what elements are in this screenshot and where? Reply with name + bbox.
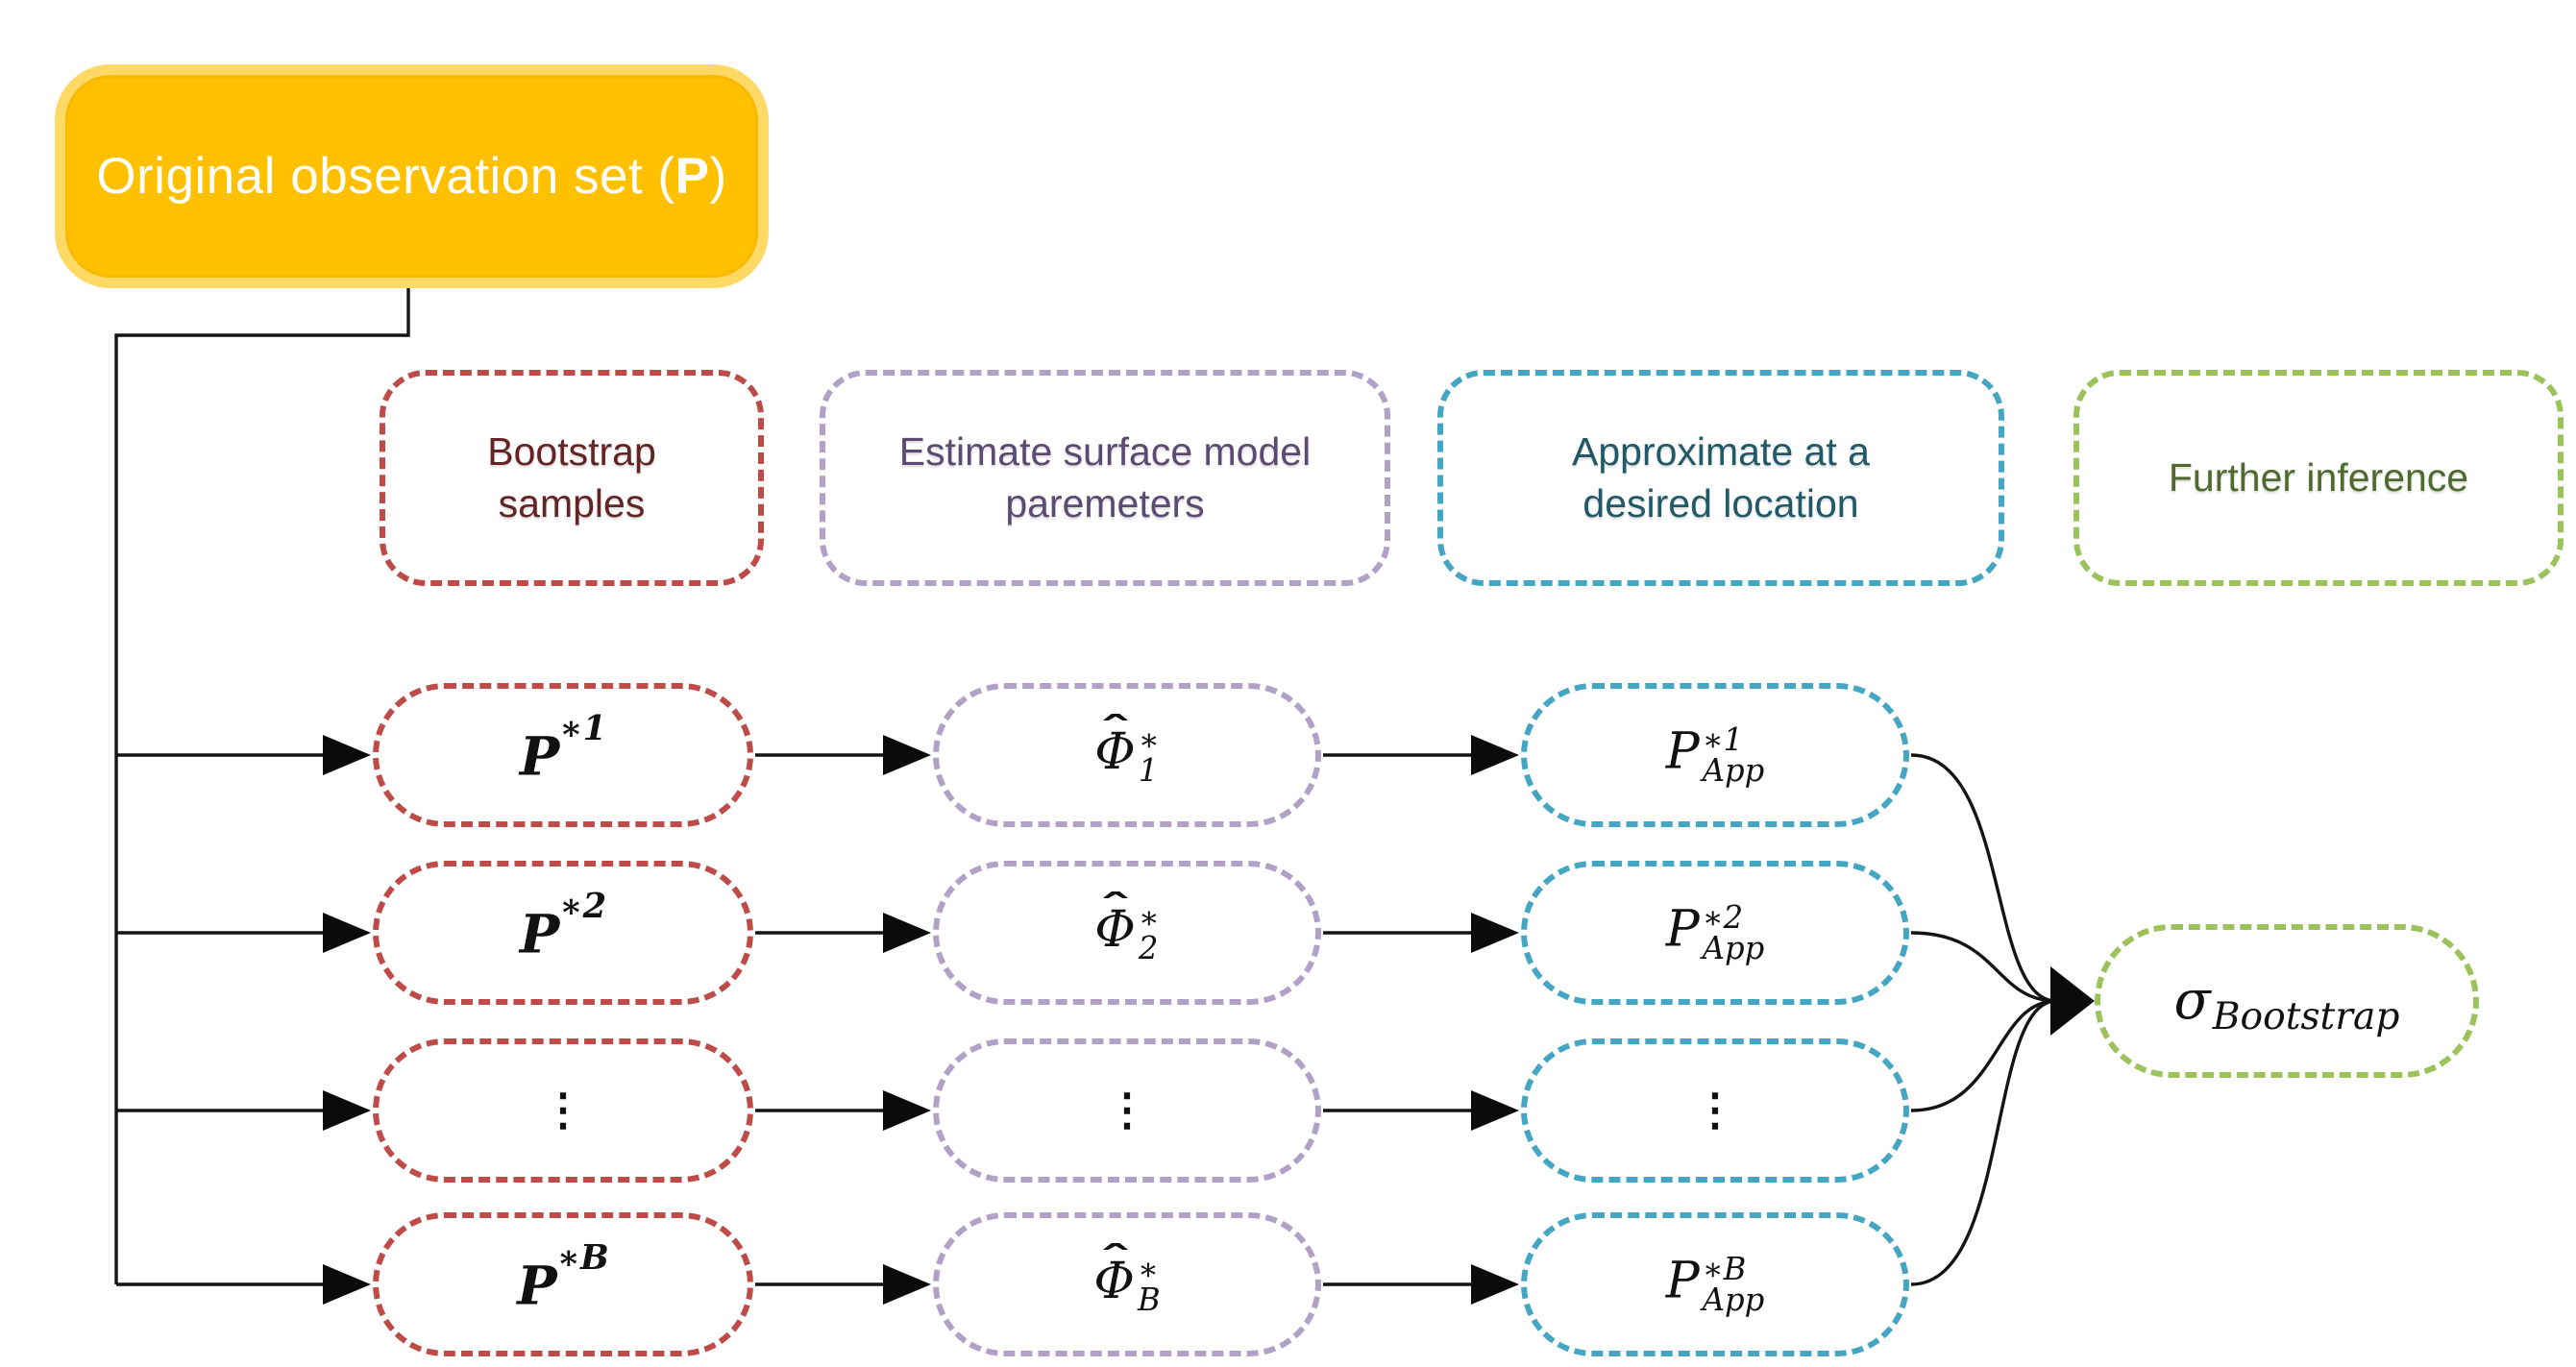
node-sample-1-label: P∗1 [519,708,607,788]
header-approximate-location-label: Approximate at a desired location [1572,429,1870,525]
hat-accent: ˆ [1098,708,1134,751]
origin-label-bold-p: P [675,148,710,205]
node-params-ellipsis: ⋮ [933,1038,1321,1183]
trunk-connector-line [114,285,410,1284]
vertical-ellipsis: ⋮ [1105,1084,1149,1136]
arrowhead-approx-row3 [1471,1090,1519,1131]
arrowhead-approx-row4 [1471,1264,1519,1305]
header-approximate-location: Approximate at a desired location [1437,370,2004,586]
converge-curve-row3 [1910,999,2057,1112]
node-sample-B-label: P∗B [517,1237,609,1317]
header-further-inference: Further inference [2073,370,2564,586]
arrowhead-sample-row1 [323,735,371,775]
node-sample-2-label: P∗2 [519,886,607,965]
origin-label-post: ) [709,148,727,205]
header-estimate-parameters: Estimate surface model paremeters [820,370,1390,586]
arrowhead-params-row2 [883,913,931,953]
converge-curve-row4 [1910,999,2057,1286]
origin-label-pre: Original observation set ( [96,148,675,205]
arrowhead-approx-row1 [1471,735,1519,775]
converge-curve-row2 [1910,931,2057,1003]
node-approx-ellipsis: ⋮ [1521,1038,1909,1183]
arrowhead-sample-row4 [323,1264,371,1305]
arrowhead-sample-row3 [323,1090,371,1131]
header-bootstrap-samples-label: Bootstrap samples [487,429,656,525]
node-sample-1: P∗1 [373,683,753,827]
vertical-ellipsis: ⋮ [541,1084,585,1136]
header-estimate-parameters-label: Estimate surface model paremeters [898,429,1312,525]
header-further-inference-label: Further inference [2168,454,2469,500]
arrowhead-result [2050,966,2095,1036]
vertical-ellipsis: ⋮ [1693,1084,1737,1136]
arrowhead-approx-row2 [1471,913,1519,953]
origin-observation-box: Original observation set (P) [55,64,769,288]
node-sample-ellipsis: ⋮ [373,1038,753,1183]
arrowhead-params-row3 [883,1090,931,1131]
header-bootstrap-samples: Bootstrap samples [380,370,764,586]
arrowhead-params-row1 [883,735,931,775]
node-sigma-bootstrap-label: σBootstrap [2173,969,2400,1038]
node-sample-B: P∗B [373,1212,753,1356]
hat-accent: ˆ [1097,1237,1133,1281]
node-sample-2: P∗2 [373,861,753,1005]
arrowhead-sample-row2 [323,913,371,953]
hat-accent: ˆ [1098,886,1134,929]
origin-label: Original observation set (P) [96,147,726,206]
converge-curve-row1 [1910,753,2057,1003]
node-sigma-bootstrap: σBootstrap [2095,924,2479,1078]
arrowhead-params-row4 [883,1264,931,1305]
